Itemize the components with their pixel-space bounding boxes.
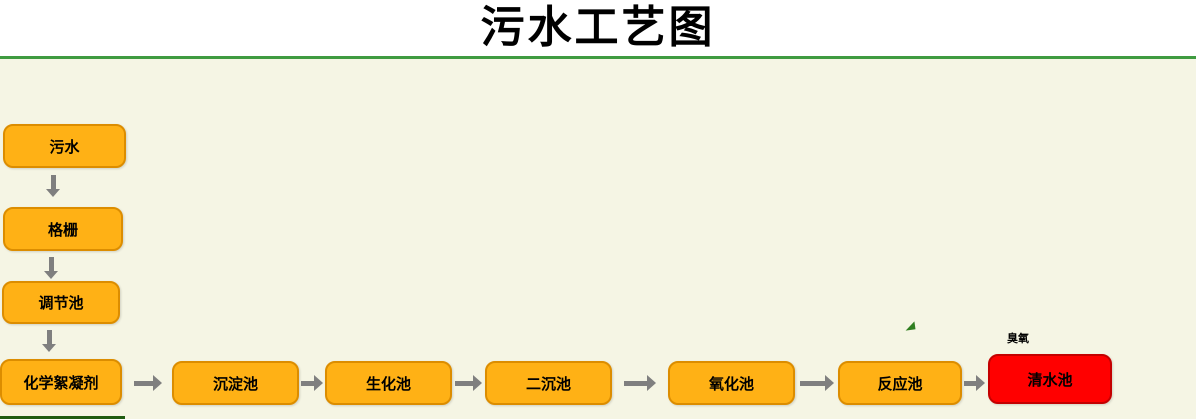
arrow-bar <box>301 380 314 386</box>
node-label: 调节池 <box>38 295 84 312</box>
arrow-bar <box>964 380 976 386</box>
node-oxidation-tank: 氧化池 <box>668 361 795 405</box>
node-sedimentation-tank: 沉淀池 <box>172 361 299 405</box>
bottom-edge-line <box>0 416 125 419</box>
down-arrow-icon <box>44 257 58 279</box>
node-label: 二沉池 <box>525 375 571 393</box>
node-label: 清水池 <box>1027 371 1073 389</box>
node-label: 生化池 <box>365 375 411 393</box>
arrow-head <box>976 375 985 391</box>
arrow-head <box>42 344 56 352</box>
arrow-head <box>46 189 60 197</box>
node-label: 化学絮凝剂 <box>23 374 99 392</box>
arrow-head <box>314 375 323 391</box>
right-arrow-icon <box>800 375 834 391</box>
node-label: 氧化池 <box>708 375 754 393</box>
node-clear-water-tank: 清水池 <box>988 354 1112 404</box>
arrow-bar <box>46 330 52 344</box>
title-divider-line <box>0 56 1196 59</box>
arrow-bar <box>800 380 825 386</box>
arrow-bar <box>50 175 56 189</box>
node-biochemical-tank: 生化池 <box>325 361 452 405</box>
arrow-head <box>44 271 58 279</box>
right-arrow-icon <box>301 375 323 391</box>
node-grid-screen: 格栅 <box>3 207 123 251</box>
arrow-bar <box>48 257 54 271</box>
right-arrow-icon <box>455 375 482 391</box>
arrow-bar <box>455 380 473 386</box>
node-reaction-tank: 反应池 <box>838 361 962 405</box>
node-label: 污水 <box>49 138 80 156</box>
node-chemical-flocculant: 化学絮凝剂 <box>0 359 122 405</box>
arrow-head <box>647 375 656 391</box>
right-arrow-icon <box>134 375 162 391</box>
node-secondary-sedimentation-tank: 二沉池 <box>485 361 612 405</box>
arrow-head <box>153 375 162 391</box>
ozone-annotation-label: 臭氧 <box>1007 333 1029 345</box>
arrow-bar <box>624 380 647 386</box>
node-label: 反应池 <box>877 375 923 393</box>
down-arrow-icon <box>46 175 60 197</box>
arrow-head <box>825 375 834 391</box>
node-label: 格栅 <box>47 221 78 239</box>
node-regulating-tank: 调节池 <box>2 281 120 324</box>
down-arrow-icon <box>42 330 56 352</box>
node-label: 沉淀池 <box>212 375 258 393</box>
arrow-bar <box>134 380 153 386</box>
node-sewage: 污水 <box>3 124 126 168</box>
right-arrow-icon <box>624 375 656 391</box>
green-marker-icon <box>904 321 916 331</box>
page-title: 污水工艺图 <box>480 2 716 53</box>
arrow-head <box>473 375 482 391</box>
right-arrow-icon <box>964 375 985 391</box>
